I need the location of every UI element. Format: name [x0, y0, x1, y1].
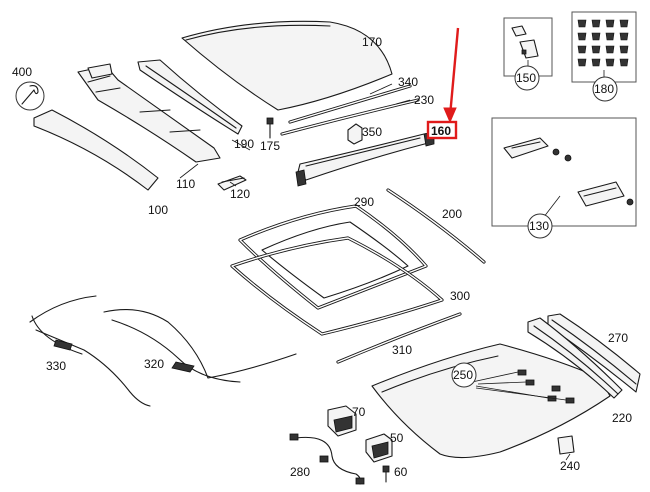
- label-120: 120: [230, 187, 250, 201]
- label-290: 290: [354, 195, 374, 209]
- part-230-seal-strip[interactable]: [280, 98, 420, 136]
- label-100: 100: [148, 203, 168, 217]
- part-280-wiring-harness[interactable]: [289, 433, 365, 485]
- part-310-rear-seal[interactable]: [336, 312, 462, 364]
- label-50: 50: [390, 431, 404, 445]
- callout-130: [527, 213, 553, 239]
- label-400: 400: [12, 65, 32, 79]
- part-190-side-rail[interactable]: [137, 59, 243, 135]
- clip-3-2: [605, 58, 615, 67]
- clip-2-1: [591, 45, 601, 54]
- label-110: 110: [176, 177, 195, 191]
- label-150: 150: [516, 71, 536, 85]
- label-330: 330: [46, 359, 66, 373]
- label-350: 350: [362, 125, 382, 139]
- label-190: 190: [234, 137, 254, 151]
- callout-180: [592, 76, 618, 102]
- part-170-roof-panel[interactable]: [181, 20, 393, 111]
- part-250-rear-panel[interactable]: [371, 343, 611, 459]
- clip-1-3: [619, 32, 629, 41]
- leader-lines: [179, 60, 605, 461]
- part-290-glass-panel-seal[interactable]: [238, 204, 428, 310]
- label-230: 230: [414, 93, 434, 107]
- clip-0-2: [605, 19, 615, 28]
- label-300: 300: [450, 289, 470, 303]
- clip-2-0: [577, 45, 587, 54]
- clip-3-1: [591, 58, 601, 67]
- clip-0-1: [591, 19, 601, 28]
- part-labels: 170 340 230 350 400 190 175 110 120 100 …: [12, 35, 632, 479]
- part-175-bolt[interactable]: [266, 117, 274, 139]
- clip-1-0: [577, 32, 587, 41]
- clip-2-3: [619, 45, 629, 54]
- part-130-mechanism-box[interactable]: [491, 117, 637, 227]
- part-320-drive-cable[interactable]: [103, 309, 297, 383]
- label-180: 180: [594, 82, 614, 96]
- callout-250: [451, 362, 477, 388]
- clip-1-1: [591, 32, 601, 41]
- callout-150: [514, 65, 540, 91]
- clip-3-3: [619, 58, 629, 67]
- label-200: 200: [442, 207, 462, 221]
- clip-0-0: [577, 19, 587, 28]
- part-330-drive-cable[interactable]: [29, 295, 151, 407]
- label-175: 175: [260, 139, 280, 153]
- label-240: 240: [560, 459, 580, 473]
- label-170: 170: [362, 35, 382, 49]
- label-340: 340: [398, 75, 418, 89]
- label-320: 320: [144, 357, 164, 371]
- highlight-box-160: [426, 120, 458, 140]
- part-100-headliner[interactable]: [33, 109, 159, 191]
- part-220-guide-rail[interactable]: [527, 317, 623, 399]
- part-200-side-seal[interactable]: [386, 188, 486, 264]
- clip-3-0: [577, 58, 587, 67]
- part-240-bracket[interactable]: [557, 435, 575, 455]
- label-70: 70: [352, 405, 366, 419]
- part-50-motor[interactable]: [365, 433, 393, 463]
- clip-grid: [577, 19, 629, 67]
- highlight-160[interactable]: 160: [426, 27, 460, 140]
- clip-1-2: [605, 32, 615, 41]
- part-160-front-bow[interactable]: [295, 131, 437, 187]
- label-160: 160: [431, 124, 451, 138]
- label-250: 250: [453, 368, 473, 382]
- part-60-screw[interactable]: [382, 465, 390, 483]
- label-60: 60: [394, 465, 408, 479]
- part-110-roof-frame[interactable]: [77, 63, 221, 163]
- label-280: 280: [290, 465, 310, 479]
- part-300-glass-frame-seal[interactable]: [230, 236, 444, 336]
- label-310: 310: [392, 343, 412, 357]
- label-270: 270: [608, 331, 628, 345]
- clip-2-2: [605, 45, 615, 54]
- part-400-wrench-icon[interactable]: [15, 81, 45, 111]
- clip-0-3: [619, 19, 629, 28]
- label-220: 220: [612, 411, 632, 425]
- part-340-seal-strip[interactable]: [288, 84, 412, 124]
- label-130: 130: [529, 219, 549, 233]
- part-70-motor[interactable]: [327, 405, 357, 437]
- part-350-clip[interactable]: [347, 123, 363, 145]
